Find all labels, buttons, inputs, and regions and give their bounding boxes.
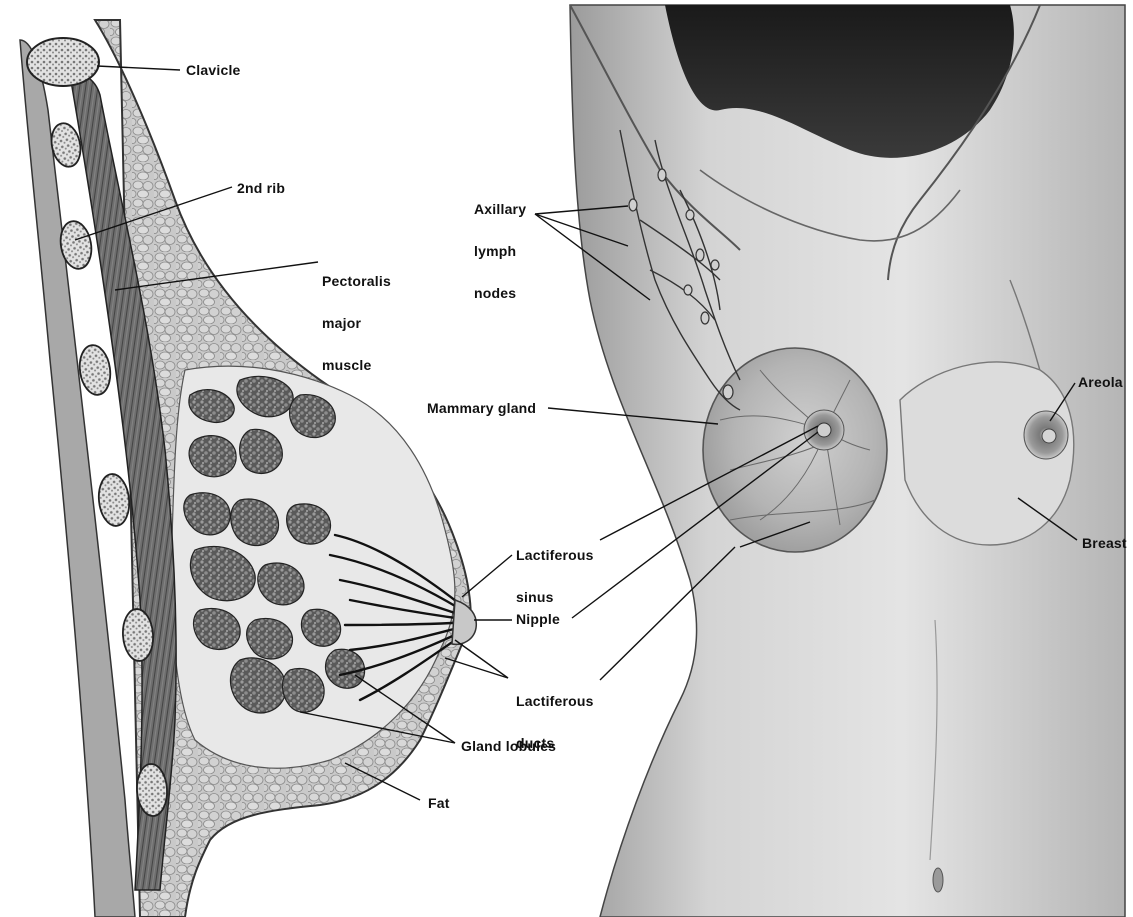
label-mammary-gland: Mammary gland <box>427 398 536 419</box>
label-axillary-line-3: nodes <box>474 283 526 304</box>
label-areola: Areola <box>1078 372 1123 393</box>
female-torso-figure <box>570 5 1125 917</box>
label-lactiferous-ducts: Lactiferous ducts <box>516 670 594 775</box>
sagittal-section <box>20 20 476 917</box>
label-sinus-line-1: Lactiferous <box>516 545 594 566</box>
label-axillary-line-1: Axillary <box>474 199 526 220</box>
label-fat: Fat <box>428 793 450 814</box>
label-breast: Breast <box>1082 533 1127 554</box>
label-pectoralis-line-1: Pectoralis <box>322 271 391 292</box>
label-second-rib: 2nd rib <box>237 178 285 199</box>
nipple-right <box>1042 429 1056 443</box>
nipple-section <box>452 600 476 644</box>
label-ducts-line-1: Lactiferous <box>516 691 594 712</box>
label-pectoralis-major-muscle: Pectoralis major muscle <box>322 250 391 397</box>
label-sinus-line-2: sinus <box>516 587 594 608</box>
label-gland-lobules: Gland lobules <box>461 736 556 757</box>
label-axillary-lymph-nodes: Axillary lymph nodes <box>474 178 526 325</box>
nipple-left <box>817 423 831 437</box>
label-axillary-line-2: lymph <box>474 241 526 262</box>
label-pectoralis-line-3: muscle <box>322 355 391 376</box>
label-pectoralis-line-2: major <box>322 313 391 334</box>
navel <box>933 868 943 892</box>
label-clavicle: Clavicle <box>186 60 241 81</box>
label-nipple: Nipple <box>516 609 560 630</box>
clavicle-bone <box>27 38 99 86</box>
